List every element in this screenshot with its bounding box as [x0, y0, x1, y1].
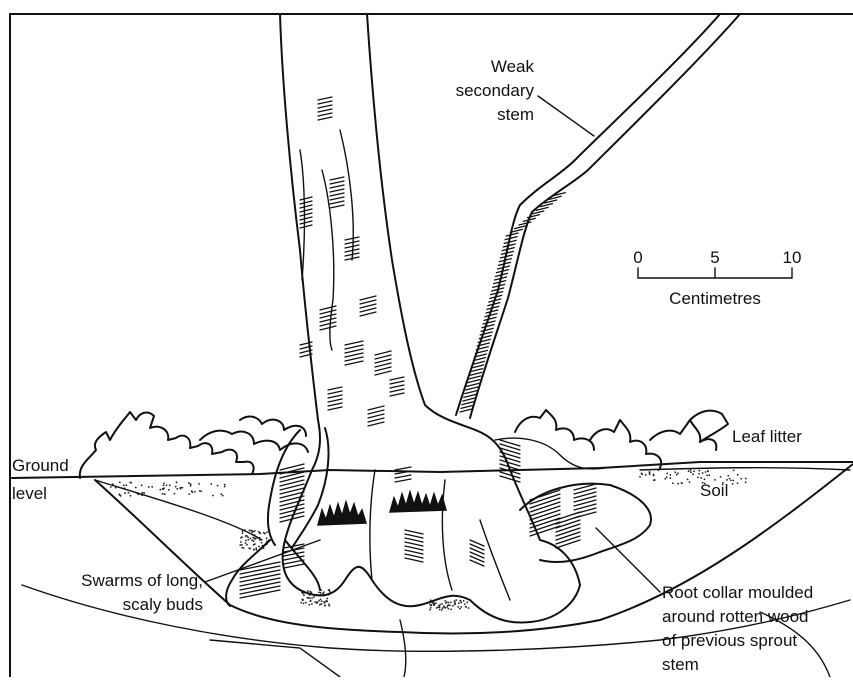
label-ground-line1: Ground [12, 456, 69, 475]
leader-lines [205, 96, 660, 592]
soil-stipple [110, 469, 747, 611]
label-leaf-litter: Leaf litter [732, 427, 802, 446]
label-weak-stem: Weak secondary stem [456, 57, 535, 124]
label-ground-line2: level [12, 484, 47, 503]
label-root-collar-line1: Root collar moulded [662, 583, 813, 602]
label-weak-stem-line2: secondary [456, 81, 535, 100]
root-collar [495, 438, 651, 562]
scale-tick-0: 0 [633, 248, 642, 267]
label-root-collar-line3: of previous sprout [662, 631, 797, 650]
label-weak-stem-line3: stem [497, 105, 534, 124]
label-buds: Swarms of long, scaly buds [81, 571, 203, 614]
label-buds-line1: Swarms of long, [81, 571, 203, 590]
root-hatching [240, 440, 596, 598]
label-root-collar-line4: stem [662, 655, 699, 674]
root-flare [226, 428, 580, 677]
trunk-hatching [300, 97, 404, 426]
label-soil: Soil [700, 481, 728, 500]
label-root-collar-line2: around rotten wood [662, 607, 809, 626]
scale-bar: 0 5 10 Centimetres [633, 248, 801, 308]
label-buds-line2: scaly buds [123, 595, 203, 614]
label-weak-stem-line1: Weak [491, 57, 535, 76]
scale-tick-5: 5 [710, 248, 719, 267]
label-ground-level: Ground level [12, 456, 69, 503]
scale-tick-10: 10 [783, 248, 802, 267]
scale-unit-label: Centimetres [669, 289, 761, 308]
scaly-buds [318, 492, 446, 525]
